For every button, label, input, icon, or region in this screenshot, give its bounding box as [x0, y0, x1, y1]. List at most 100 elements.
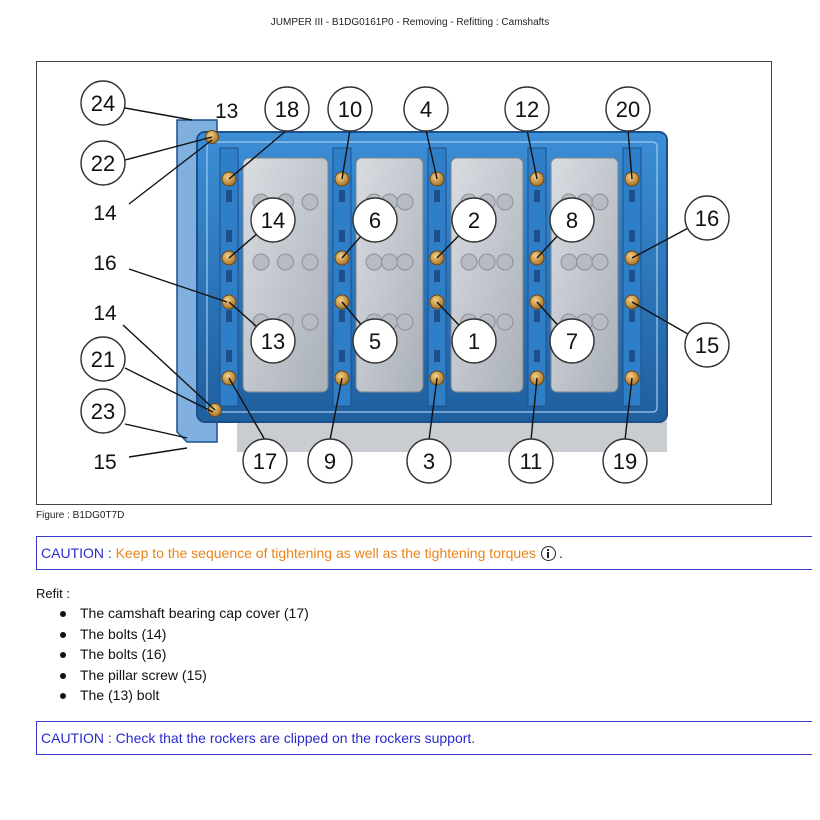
document-header: JUMPER III - B1DG0161P0 - Removing - Ref…: [270, 17, 550, 28]
callout-circle: [684, 322, 730, 368]
rib-slot: [629, 230, 635, 242]
callout-label: 22: [91, 151, 115, 176]
callout-circle: [549, 318, 595, 364]
callout-number-6: 6: [352, 197, 398, 243]
callout-label: 2: [468, 208, 480, 233]
callout-number-19: 19: [602, 438, 648, 484]
valve-spring: [301, 193, 319, 211]
caution-message: Check that the rockers are clipped on th…: [115, 730, 476, 746]
callout-label: 10: [338, 97, 362, 122]
rib-slot: [339, 310, 345, 322]
rib-slot: [339, 270, 345, 282]
rib-slot: [226, 230, 232, 242]
callout-label: 3: [423, 449, 435, 474]
caution-message: Keep to the sequence of tightening as we…: [115, 545, 536, 561]
callout-label: 18: [275, 97, 299, 122]
callout-circle: [602, 438, 648, 484]
rib-slot: [339, 350, 345, 362]
callout-number-8: 8: [549, 197, 595, 243]
valve-spring: [396, 313, 414, 331]
callout-label: 23: [91, 399, 115, 424]
leader-line: [124, 367, 214, 413]
valve-spring: [365, 253, 383, 271]
leader-line: [228, 129, 288, 180]
callout-label: 8: [566, 208, 578, 233]
callout-label-16: 16: [93, 252, 116, 275]
valve-spring: [460, 253, 478, 271]
callout-circle: [451, 197, 497, 243]
callout-label: 16: [695, 206, 719, 231]
rib-slot: [534, 270, 540, 282]
callout-number-21: 21: [80, 336, 126, 382]
valve-spring: [496, 193, 514, 211]
leader-line: [124, 136, 213, 161]
valve-spring: [560, 253, 578, 271]
callout-circle: [549, 197, 595, 243]
refit-list: The camshaft bearing cap cover (17) The …: [58, 603, 309, 706]
callout-circle: [264, 86, 310, 132]
rib-slot: [434, 230, 440, 242]
callout-circle: [327, 86, 373, 132]
callout-circle: [80, 80, 126, 126]
callout-label-15: 15: [93, 451, 116, 474]
callout-number-15: 15: [684, 322, 730, 368]
callout-label: 24: [91, 91, 115, 116]
rib-slot: [226, 190, 232, 202]
callout-label: 13: [261, 329, 285, 354]
rib-slot: [534, 310, 540, 322]
callout-number-3: 3: [406, 438, 452, 484]
leader-line: [128, 139, 213, 205]
valve-spring: [252, 253, 270, 271]
callout-circle: [508, 438, 554, 484]
callout-circle: [352, 197, 398, 243]
callout-circle: [504, 86, 550, 132]
rib-slot: [534, 230, 540, 242]
rib-slot: [226, 350, 232, 362]
callout-label-14: 14: [93, 302, 117, 325]
callout-label: 9: [324, 449, 336, 474]
callout-number-22: 22: [80, 140, 126, 186]
callout-number-18: 18: [264, 86, 310, 132]
callout-number-14: 14: [250, 197, 296, 243]
callout-number-1: 1: [451, 318, 497, 364]
caution-box-torque: CAUTION : Keep to the sequence of tighte…: [36, 536, 812, 570]
info-icon[interactable]: [540, 545, 556, 561]
callout-number-9: 9: [307, 438, 353, 484]
callout-label: 15: [695, 333, 719, 358]
leader-line: [124, 423, 188, 439]
rib-slot: [434, 350, 440, 362]
callout-label-13: 13: [215, 100, 238, 123]
callout-label: 12: [515, 97, 539, 122]
callout-label: 21: [91, 347, 115, 372]
callout-circle: [403, 86, 449, 132]
callout-number-11: 11: [508, 438, 554, 484]
leader-line: [428, 377, 438, 441]
rib-slot: [434, 190, 440, 202]
rib-slot: [629, 190, 635, 202]
valve-spring: [576, 253, 593, 271]
valve-spring: [301, 253, 319, 271]
valve-spring: [496, 253, 514, 271]
callout-label: 6: [369, 208, 381, 233]
valve-spring: [277, 253, 294, 271]
leader-line: [425, 129, 438, 180]
callout-number-16: 16: [684, 195, 730, 241]
rib-slot: [629, 310, 635, 322]
rib-slot: [629, 270, 635, 282]
rib-slot: [339, 230, 345, 242]
rib-slot: [226, 310, 232, 322]
leader-line: [526, 129, 538, 180]
valve-spring: [301, 313, 319, 331]
callout-number-2: 2: [451, 197, 497, 243]
leader-line: [624, 377, 633, 441]
cover-body: [176, 119, 668, 452]
valve-spring: [478, 253, 496, 271]
callout-label: 17: [253, 449, 277, 474]
callout-number-4: 4: [403, 86, 449, 132]
leader-line: [627, 129, 633, 180]
refit-heading: Refit :: [36, 586, 70, 601]
caution-label: CAUTION :: [41, 545, 116, 561]
callout-circle: [684, 195, 730, 241]
